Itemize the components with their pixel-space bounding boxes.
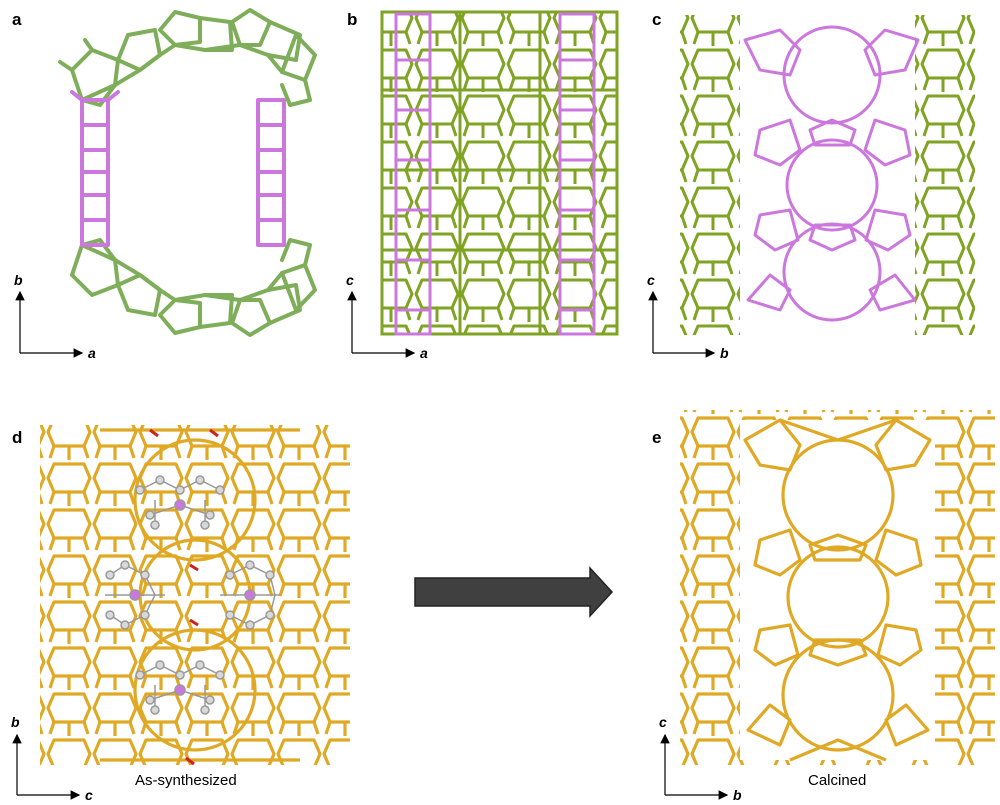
panel-a-vertical-axis-label: b — [14, 272, 23, 288]
panel-b-horizontal-axis-label: a — [420, 345, 428, 361]
caption-as-synthesized: As-synthesized — [135, 772, 237, 789]
panel-c-framework — [680, 15, 975, 335]
panel-a-horizontal-axis-label: a — [88, 345, 96, 361]
panel-e-framework — [680, 410, 995, 765]
panel-d-framework — [40, 425, 350, 766]
panel-c-horizontal-axis-label: b — [720, 345, 729, 361]
panel-e-horizontal-axis-label: b — [733, 787, 742, 803]
panel-e-vertical-axis-label: c — [659, 714, 667, 730]
panel-a-axes — [15, 290, 84, 358]
panel-d-horizontal-axis-label: c — [85, 787, 93, 803]
panel-c-vertical-axis-label: c — [647, 272, 655, 288]
panel-b-framework — [380, 10, 619, 336]
caption-calcined: Calcined — [808, 772, 867, 789]
panel-e-axes — [660, 733, 729, 800]
panel-d-axes — [12, 733, 81, 800]
panel-label-e: e — [652, 428, 662, 447]
panel-label-d: d — [12, 428, 23, 447]
panel-d-vertical-axis-label: b — [11, 714, 20, 730]
panel-label-a: a — [12, 10, 22, 29]
panel-c-axes — [648, 290, 716, 358]
panel-b-axes — [347, 290, 416, 358]
sda-molecules — [105, 475, 280, 715]
panel-b-vertical-axis-label: c — [346, 272, 354, 288]
panel-a-framework — [58, 8, 317, 337]
panel-label-b: b — [347, 10, 358, 29]
right-arrow-icon — [414, 566, 614, 618]
panel-label-c: c — [652, 10, 662, 29]
